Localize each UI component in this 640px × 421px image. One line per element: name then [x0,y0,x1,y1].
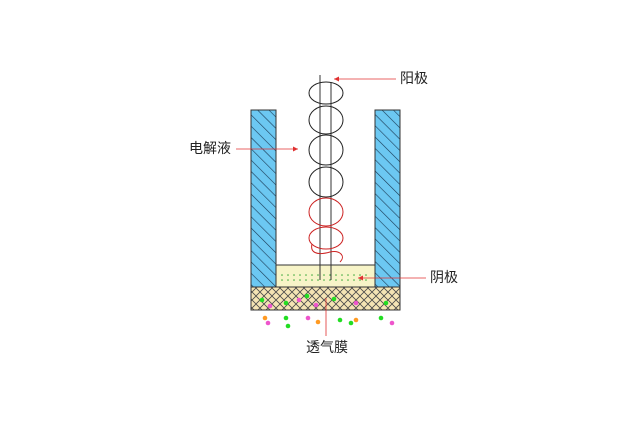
gas-particles [259,293,395,329]
left-wall [250,109,277,288]
gas-particle [259,297,265,303]
cathode-dot [353,279,355,281]
cathode-dot [323,279,325,281]
gas-particle [305,315,311,321]
anode-label: 阳极 [400,71,428,87]
gas-particle [378,315,384,321]
cathode-label: 阴极 [430,270,458,286]
gas-particle [337,317,343,323]
gas-particle [267,303,273,309]
cathode-dot [341,279,343,281]
cathode-dot [359,279,361,281]
cathode-dot [299,279,301,281]
cathode-leader [358,275,426,281]
electrolyte-label: 电解液 [189,141,231,157]
gas-particle [313,302,319,308]
cathode-dot [305,274,307,276]
gas-particle [315,319,321,325]
cathode-dot [335,279,337,281]
anode-leader [334,76,396,82]
gas-particle [262,315,268,321]
cathode-dot [287,279,289,281]
gas-particle [285,323,291,329]
cathode-dot [359,274,361,276]
cathode-dot [311,274,313,276]
coil-loop [308,226,344,250]
gas-particle [304,293,310,299]
cathode-dot [329,274,331,276]
gas-particle [331,296,337,302]
gas-particle [353,300,359,306]
cathode-dot [329,279,331,281]
gas-particle [265,320,271,326]
gas-permeable-membrane [250,286,401,311]
gas-particle [389,320,395,326]
cathode-dot [293,279,295,281]
coil-loop [308,105,344,135]
cathode-dot [353,274,355,276]
coil-loop [308,134,344,166]
cathode-dot [317,274,319,276]
cathode-dot [281,274,283,276]
cathode-dot [335,274,337,276]
cathode-dot [293,274,295,276]
cathode-dots [281,274,367,281]
gas-particle [296,297,302,303]
cathode-layer [275,264,376,288]
coil-tail [311,243,343,263]
cathode-dot [287,274,289,276]
cathode-dot [365,274,367,276]
gas-particle [283,300,289,306]
gas-particle [283,315,289,321]
cathode-dot [347,274,349,276]
cathode-dot [305,279,307,281]
cathode-dot [323,274,325,276]
anode-coil [308,81,344,263]
gas-particle [383,300,389,306]
cathode-dot [281,279,283,281]
cathode-dot [341,274,343,276]
gas-particle [348,320,354,326]
cathode-dot [311,279,313,281]
right-wall [374,109,401,288]
cathode-dot [299,274,301,276]
coil-loop [308,81,344,105]
cathode-dot [365,279,367,281]
cathode-dot [317,279,319,281]
electrolyte-leader [236,146,298,152]
coil-loop [308,166,344,198]
cathode-dot [347,279,349,281]
coil-loop [308,197,344,227]
membrane-label: 透气膜 [306,340,348,356]
gas-particle [353,317,359,323]
